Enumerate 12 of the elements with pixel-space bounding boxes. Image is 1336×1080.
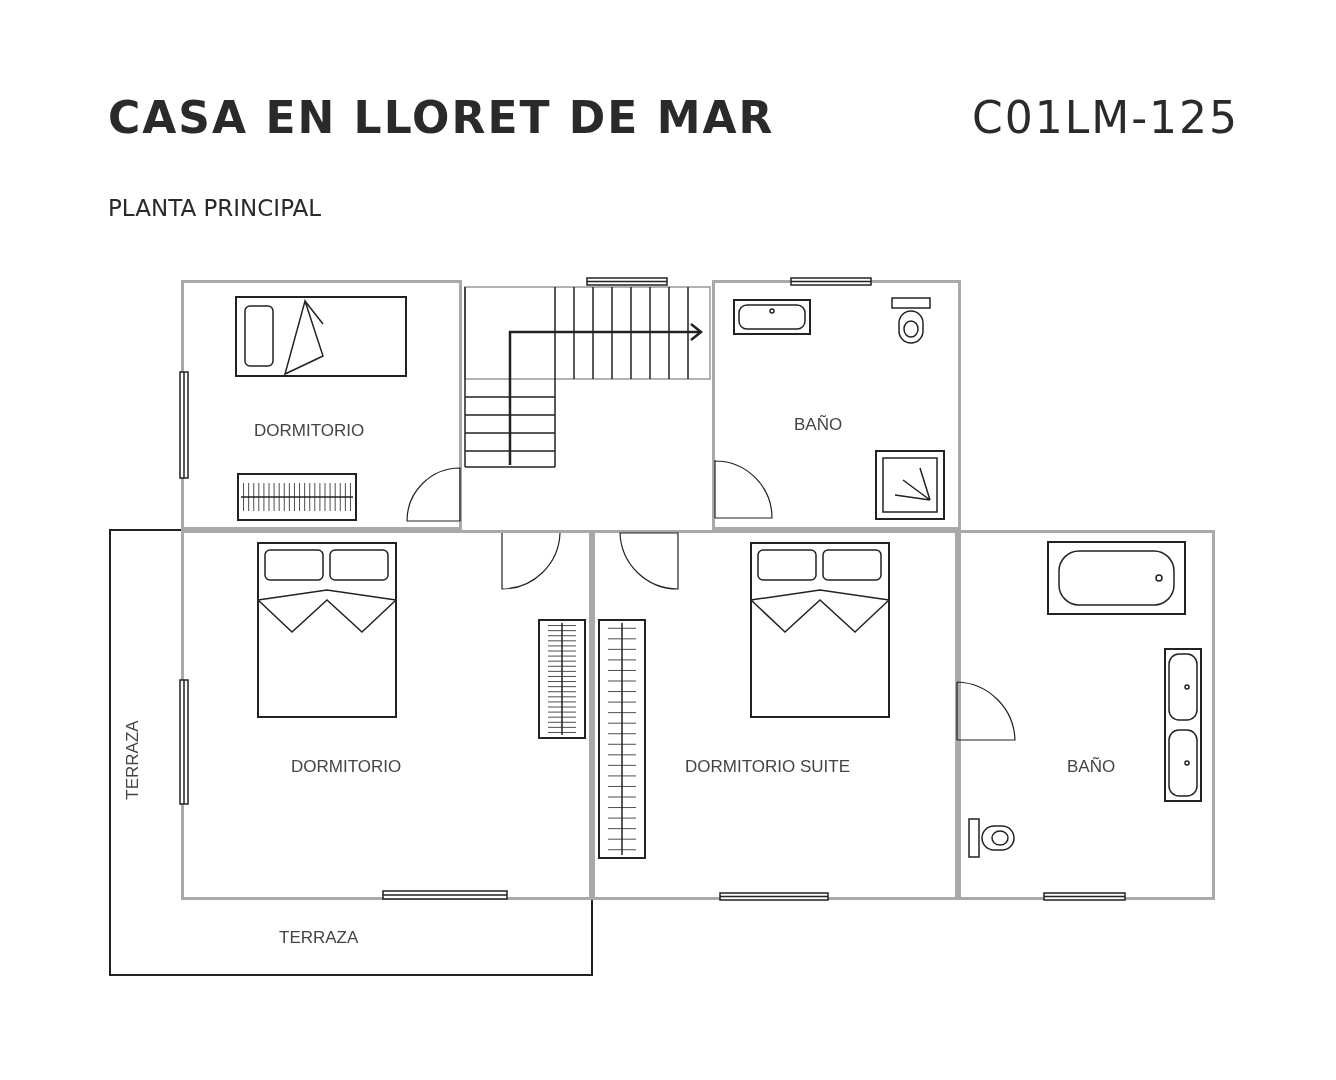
room-label: TERRAZA xyxy=(123,720,143,800)
room-label: DORMITORIO SUITE xyxy=(685,757,850,777)
plan-code: C01LM-125 xyxy=(972,92,1240,143)
subtitle: PLANTA PRINCIPAL xyxy=(108,195,322,221)
room-label: BAÑO xyxy=(1067,757,1116,777)
room-label: DORMITORIO xyxy=(254,421,365,441)
room xyxy=(958,530,1215,900)
title: CASA EN LLORET DE MAR xyxy=(108,92,775,143)
room-label: DORMITORIO xyxy=(291,757,402,777)
terrace xyxy=(108,528,594,977)
room-label: BAÑO xyxy=(794,415,843,435)
room-label: TERRAZA xyxy=(279,928,359,948)
